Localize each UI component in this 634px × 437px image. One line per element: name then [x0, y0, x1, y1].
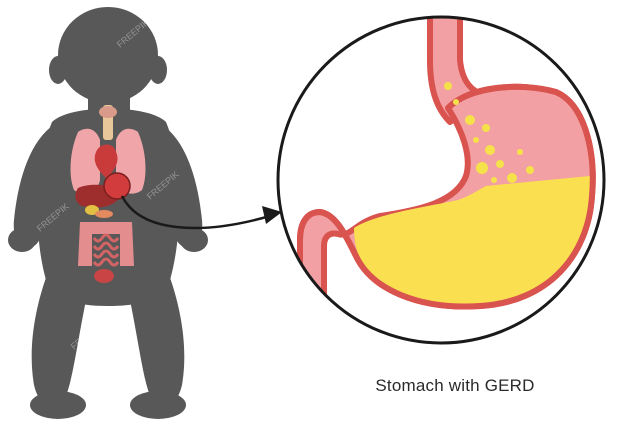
bladder	[94, 269, 114, 283]
reflux-bubble	[465, 115, 475, 125]
baby-foot-right	[130, 391, 186, 419]
reflux-bubble	[482, 124, 490, 132]
reflux-bubble	[496, 160, 504, 168]
baby-hand-left	[8, 228, 36, 252]
pancreas	[95, 210, 113, 218]
reflux-bubble	[491, 177, 497, 183]
baby-ear-left	[49, 56, 67, 84]
reflux-bubble	[473, 137, 479, 143]
stomach-highlight	[104, 173, 130, 199]
reflux-bubble	[476, 162, 488, 174]
reflux-bubble	[507, 173, 517, 183]
reflux-bubble	[444, 82, 452, 90]
baby-ear-right	[149, 56, 167, 84]
baby-foot-left	[30, 391, 86, 419]
baby-hand-right	[180, 228, 208, 252]
reflux-bubble	[517, 149, 523, 155]
reflux-bubble	[526, 166, 534, 174]
diagram-caption: Stomach with GERD	[330, 376, 580, 396]
reflux-bubble	[453, 99, 459, 105]
callout-arrow-head	[262, 206, 282, 224]
reflux-bubble	[485, 145, 495, 155]
thyroid	[99, 106, 117, 118]
